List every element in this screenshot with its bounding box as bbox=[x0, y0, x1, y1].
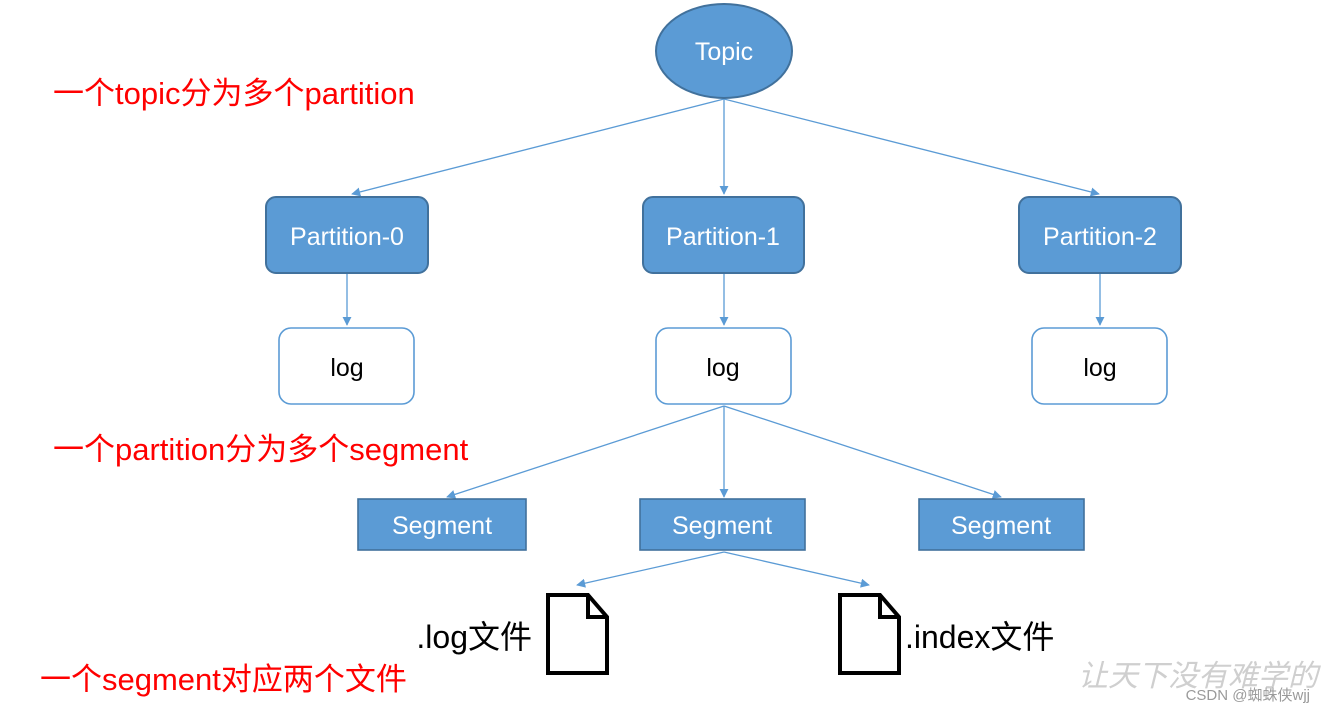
segment-node-0: Segment bbox=[357, 498, 527, 551]
segment-box bbox=[918, 498, 1085, 551]
log-box bbox=[1031, 327, 1168, 405]
index-file-node: .index文件 bbox=[838, 593, 1054, 675]
log-box bbox=[278, 327, 415, 405]
segment-box bbox=[639, 498, 806, 551]
topic-label: Topic bbox=[695, 38, 753, 66]
index-file-label: .index文件 bbox=[905, 619, 1054, 655]
edge-log-segment-2 bbox=[723, 405, 1002, 499]
partition-label: Partition-0 bbox=[290, 223, 404, 251]
partition-label: Partition-2 bbox=[1043, 223, 1157, 251]
partition-box bbox=[1018, 196, 1182, 274]
segment-note: 一个segment对应两个文件 bbox=[40, 662, 407, 697]
document-icon bbox=[838, 593, 901, 675]
log-node-0: log bbox=[278, 327, 415, 405]
segment-node-1: Segment bbox=[639, 498, 806, 551]
log-label: log bbox=[706, 354, 739, 382]
partition-box bbox=[642, 196, 805, 274]
segment-box bbox=[357, 498, 527, 551]
partition-box bbox=[265, 196, 429, 274]
topic-ellipse bbox=[655, 3, 793, 99]
topic-note: 一个topic分为多个partition bbox=[53, 76, 415, 111]
log-label: log bbox=[330, 354, 363, 382]
segment-node-2: Segment bbox=[918, 498, 1085, 551]
partition-node-1: Partition-1 bbox=[642, 196, 805, 274]
document-icon bbox=[546, 593, 609, 675]
watermark-slogan: 让天下没有难学的 bbox=[1078, 659, 1321, 694]
topic-node: Topic bbox=[655, 3, 793, 99]
edge-topic-partition-2 bbox=[723, 98, 1100, 197]
edge-segment-log-file bbox=[576, 551, 725, 588]
partition-node-0: Partition-0 bbox=[265, 196, 429, 274]
partition-node-2: Partition-2 bbox=[1018, 196, 1182, 274]
log-file-label: .log文件 bbox=[416, 619, 532, 655]
partition-label: Partition-1 bbox=[666, 223, 780, 251]
segment-label: Segment bbox=[672, 512, 772, 540]
edges bbox=[342, 98, 1105, 588]
log-file-node: .log文件 bbox=[416, 593, 609, 675]
log-box bbox=[655, 327, 792, 405]
edge-topic-partition-0 bbox=[351, 98, 725, 197]
partition-note: 一个partition分为多个segment bbox=[53, 432, 469, 467]
watermark-credit: CSDN @蜘蛛侠wjj bbox=[1186, 687, 1310, 704]
log-node-1: log bbox=[655, 327, 792, 405]
segment-label: Segment bbox=[951, 512, 1051, 540]
edge-log-segment-0 bbox=[446, 405, 725, 499]
log-node-2: log bbox=[1031, 327, 1168, 405]
edge-segment-index-file bbox=[723, 551, 870, 588]
log-label: log bbox=[1083, 354, 1116, 382]
segment-label: Segment bbox=[392, 512, 492, 540]
